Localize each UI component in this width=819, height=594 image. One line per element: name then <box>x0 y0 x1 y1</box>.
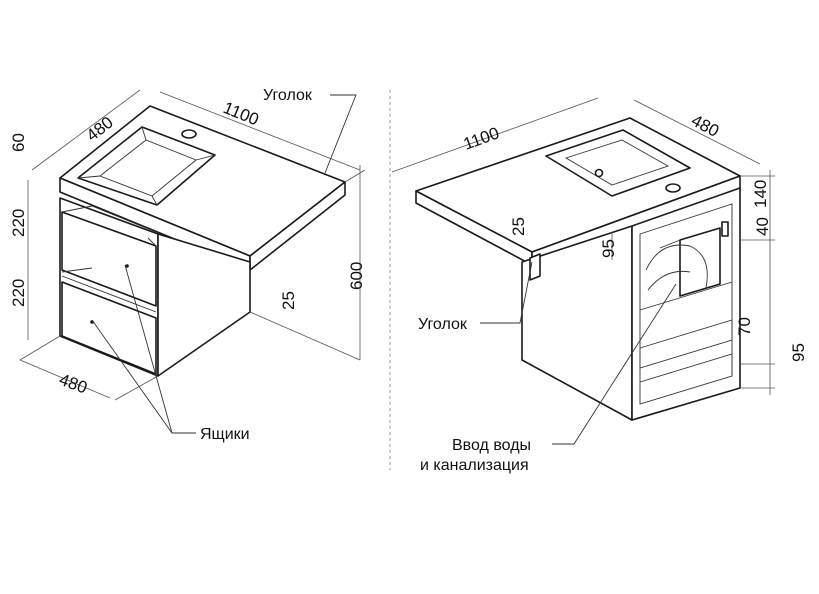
right-dim-1100-line <box>391 97 599 173</box>
left-dim-drawer-upper: 220 <box>9 209 28 237</box>
right-corner-bracket <box>529 253 541 281</box>
right-corner-leader <box>480 261 533 324</box>
right-dim-140: 140 <box>751 180 770 208</box>
left-drawer-upper-top <box>147 237 157 247</box>
right-pipe-box <box>679 227 721 297</box>
right-label-corner: Уголок <box>418 316 468 333</box>
right-back-edge <box>639 281 733 311</box>
left-dim-drawer-lower: 220 <box>9 279 28 307</box>
right-vanity-view: 1100 480 25 95 140 40 70 95 Уголок Ввод … <box>391 97 808 474</box>
right-dim-70: 70 <box>735 317 754 336</box>
left-dim-ext <box>249 311 361 361</box>
right-siphon-pipe <box>647 270 691 291</box>
left-sink-corner-line <box>151 195 158 206</box>
left-drawers-leader <box>124 264 173 434</box>
left-drawer-lower <box>61 281 157 375</box>
left-drawer-upper-top <box>91 205 157 233</box>
left-dim-480-line <box>31 89 141 171</box>
left-dim-corner-thickness: 25 <box>279 291 298 310</box>
right-internal-shelf <box>639 319 733 369</box>
left-vanity-view: 480 1100 60 220 220 600 25 480 Уголок Ящ… <box>9 87 366 443</box>
left-corner-leader <box>324 94 357 174</box>
left-dim-ext <box>114 375 159 401</box>
left-drawer-upper <box>61 211 157 307</box>
right-faucet-hole <box>665 183 681 193</box>
right-dim-rear-gap: 95 <box>599 239 618 258</box>
left-drawer-lower-top <box>61 267 93 273</box>
left-drawers-leader <box>91 319 173 434</box>
left-dim-height: 600 <box>347 262 366 290</box>
right-dim-40: 40 <box>753 217 772 236</box>
right-dim-top-depth: 480 <box>688 111 722 141</box>
left-sink-corner-line <box>195 154 216 161</box>
left-dim-top-width: 1100 <box>221 98 262 129</box>
right-dim-corner-thickness: 25 <box>509 217 528 236</box>
left-label-corner: Уголок <box>263 87 313 104</box>
right-bottom-shelf <box>639 353 733 383</box>
left-dim-base-depth: 480 <box>57 370 90 398</box>
left-sink-corner-line <box>141 126 147 141</box>
left-dim-countertop-thickness: 60 <box>9 133 28 152</box>
left-dim-ext <box>344 169 366 183</box>
left-drawer-handle <box>125 264 129 268</box>
left-faucet-hole <box>181 129 197 139</box>
right-siphon-pipe <box>645 244 708 289</box>
right-sink-basin <box>545 129 691 197</box>
right-wall-bracket <box>721 221 729 237</box>
right-inlet-leader <box>552 283 677 445</box>
right-dim-bottom-95: 95 <box>789 343 808 362</box>
left-sink-corner-line <box>77 175 101 179</box>
right-dim-top-width: 1100 <box>461 123 502 153</box>
right-sink-drain <box>594 168 604 178</box>
right-dim-480-line <box>633 99 761 165</box>
left-drawer-upper-top <box>61 205 93 213</box>
left-drawer-gap-line <box>61 275 157 313</box>
left-dim-ext <box>19 335 61 361</box>
left-dim-480-bottom-line <box>19 359 111 399</box>
left-label-drawers: Ящики <box>200 426 250 443</box>
right-label-inlet-line1: Ввод воды <box>452 437 531 454</box>
left-dim-1100-line <box>159 91 361 171</box>
right-label-inlet-line2: и канализация <box>420 457 529 474</box>
right-pipe-box-line <box>659 239 681 249</box>
